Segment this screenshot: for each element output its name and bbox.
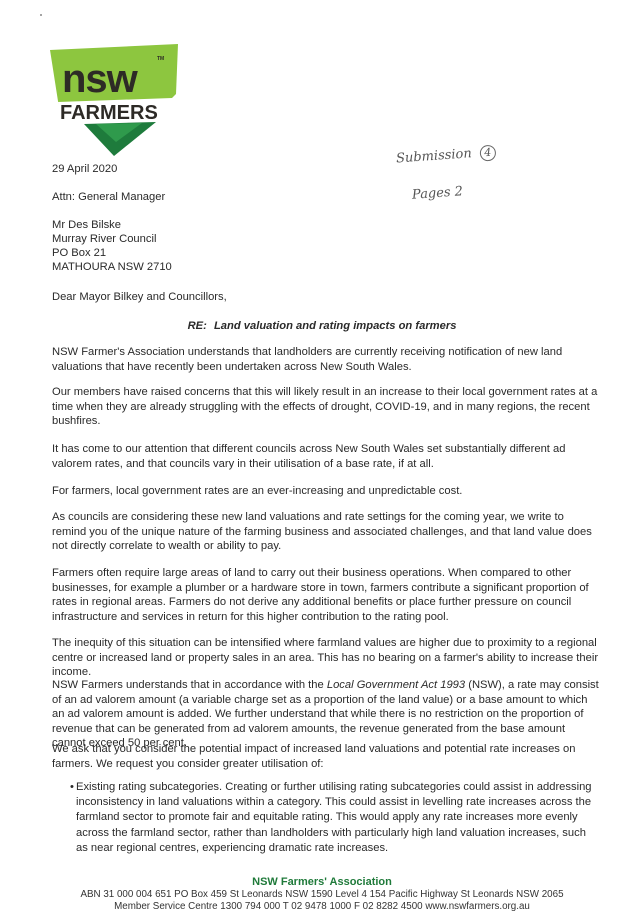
- subject-prefix: RE:: [187, 320, 207, 332]
- paragraph-1: NSW Farmer's Association understands tha…: [52, 346, 563, 373]
- logo-farmers-text: FARMERS: [60, 102, 158, 124]
- act-title: Local Government Act 1993: [326, 679, 466, 691]
- handwritten-pages-note: Pages 2: [411, 184, 464, 203]
- letter-date: 29 April 2020: [52, 163, 118, 175]
- recipient-town: MATHOURA NSW 2710: [52, 261, 172, 273]
- logo-graphic: nsw TM FARMERS: [50, 44, 178, 156]
- paragraph-3: It has come to our attention that differ…: [52, 443, 566, 470]
- handwritten-circled-number: 4: [479, 144, 497, 162]
- nsw-farmers-logo: nsw TM FARMERS: [44, 42, 184, 160]
- paragraph-5: As councils are considering these new la…: [52, 511, 592, 553]
- paragraph-8: NSW Farmers understands that in accordan…: [52, 679, 599, 750]
- recipient-po-box: PO Box 21: [52, 247, 107, 259]
- paragraph-9: We ask that you consider the potential i…: [52, 743, 576, 770]
- logo-tm-text: TM: [157, 56, 164, 62]
- footer-contact-line: Member Service Centre 1300 794 000 T 02 …: [114, 901, 530, 912]
- subject-line: RE: Land valuation and rating impacts on…: [0, 320, 644, 332]
- paragraph-7: The inequity of this situation can be in…: [52, 637, 599, 679]
- paragraph-2: Our members have raised concerns that th…: [52, 386, 598, 428]
- request-list: Existing rating subcategories. Creating …: [52, 780, 600, 856]
- paragraph-4: For farmers, local government rates are …: [52, 485, 463, 497]
- logo-nsw-text: nsw: [62, 57, 139, 101]
- handwritten-submission-note: Submission 4: [396, 144, 497, 168]
- salutation: Dear Mayor Bilkey and Councillors,: [52, 291, 227, 303]
- recipient-organisation: Murray River Council: [52, 233, 157, 245]
- subject-text: Land valuation and rating impacts on far…: [213, 320, 457, 332]
- recipient-name: Mr Des Bilske: [52, 219, 121, 231]
- attention-line: Attn: General Manager: [52, 191, 166, 203]
- scan-speck: [40, 14, 42, 16]
- paragraph-6: Farmers often require large areas of lan…: [52, 567, 589, 623]
- footer-address-line: ABN 31 000 004 651 PO Box 459 St Leonard…: [80, 889, 564, 900]
- list-item: Existing rating subcategories. Creating …: [52, 780, 600, 856]
- letterhead-footer: NSW Farmers' Association ABN 31 000 004 …: [0, 876, 644, 913]
- footer-org-name: NSW Farmers' Association: [252, 876, 392, 888]
